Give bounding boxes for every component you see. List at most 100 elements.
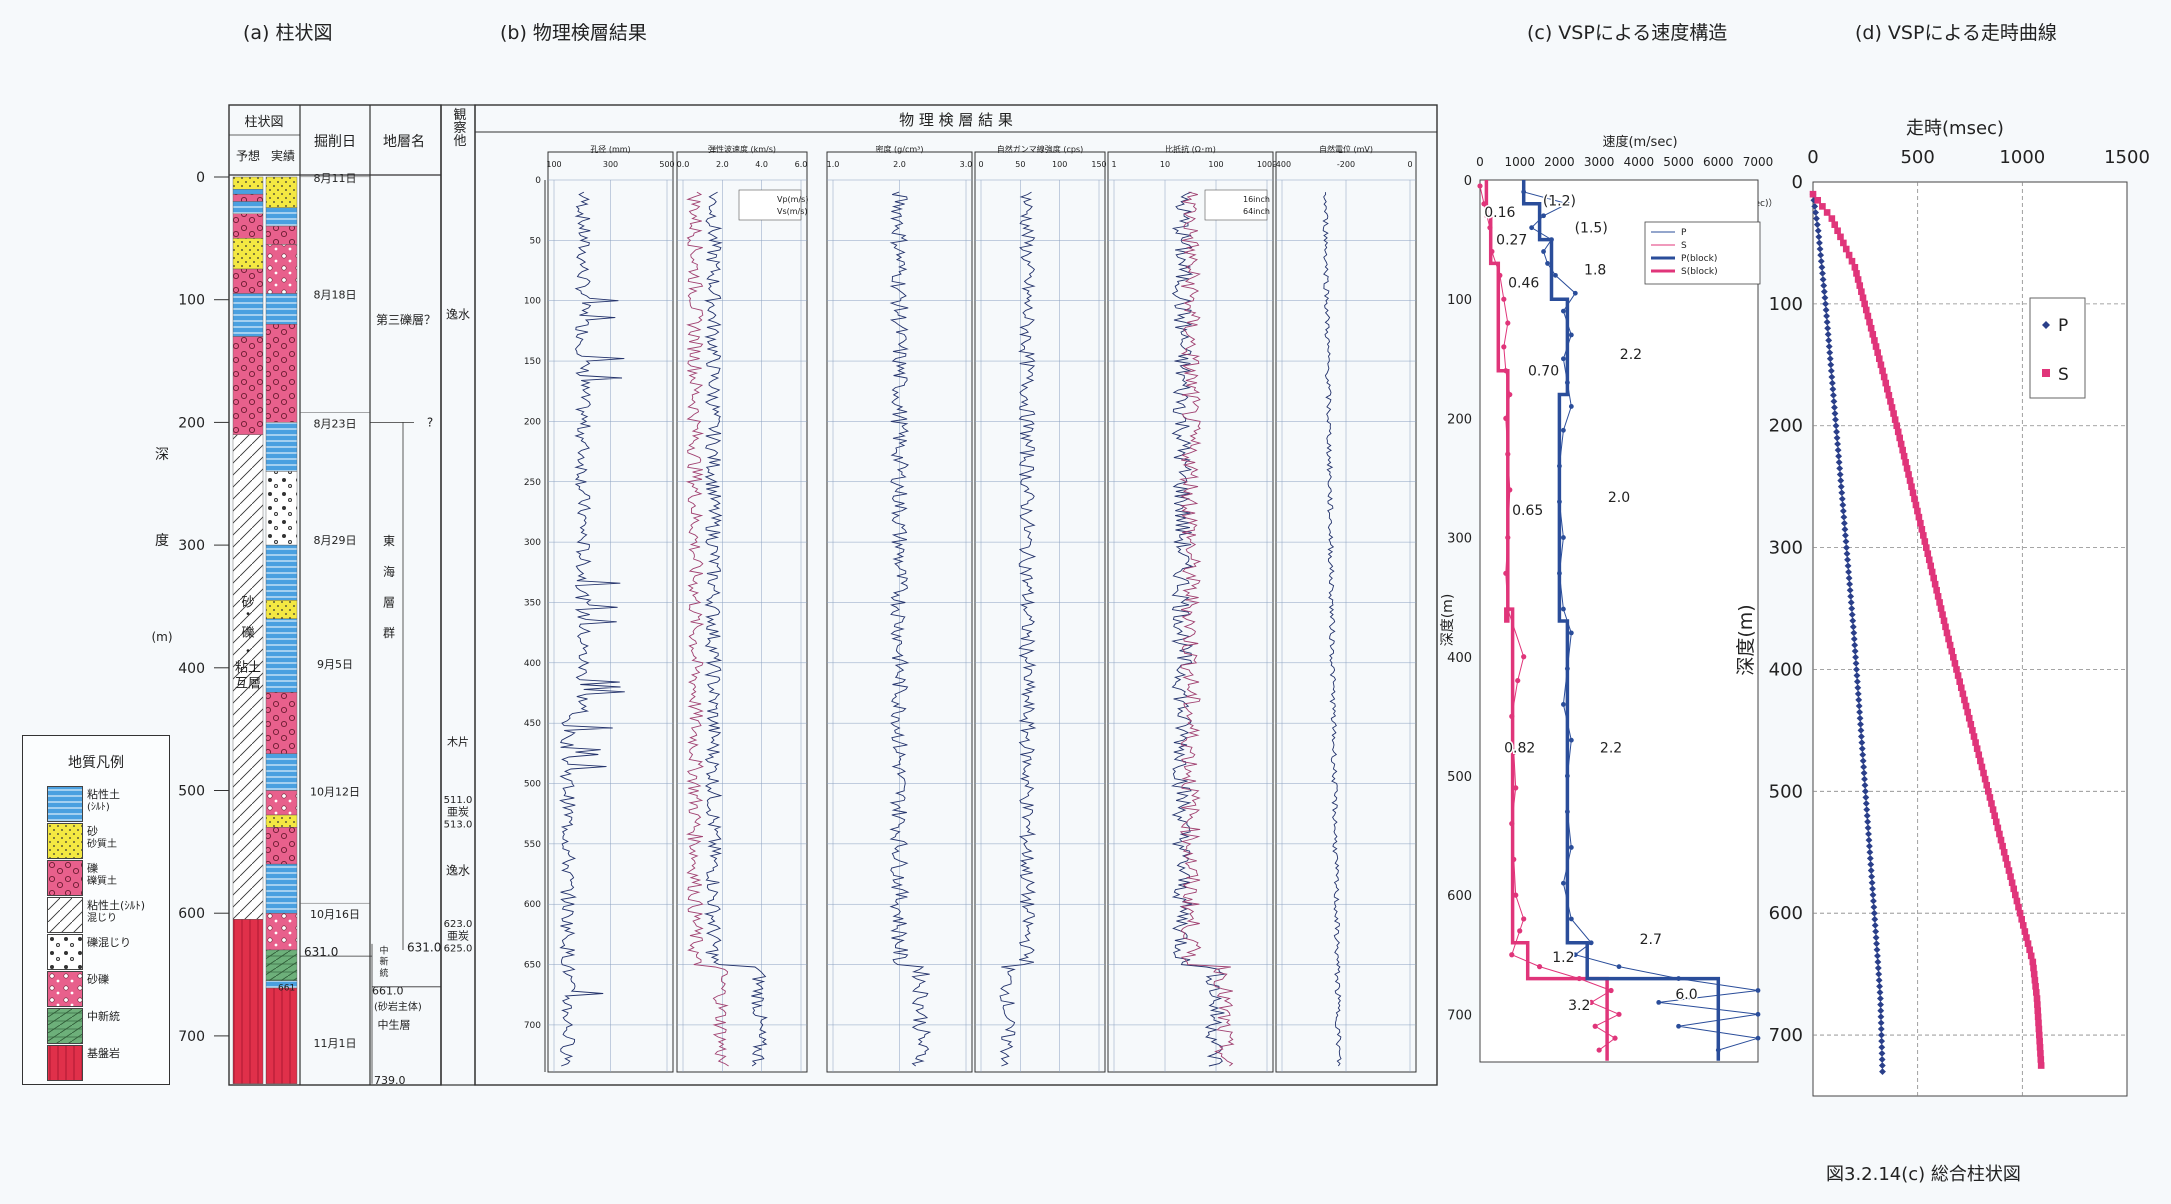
depth-mark: 661	[278, 984, 295, 994]
logging-curve	[889, 191, 932, 1067]
depth-mark: 中生層	[378, 1018, 411, 1032]
logging-legend-label: 16inch	[1243, 195, 1270, 204]
logging-track-tick: 50	[1015, 160, 1025, 169]
legend-swatch	[47, 934, 83, 970]
lithology-text: 礫	[241, 625, 254, 641]
logging-depth-tick-label: 400	[524, 659, 541, 669]
lithology-layer	[265, 949, 298, 981]
depth-mark: 631.0	[304, 945, 338, 959]
logging-curve	[1179, 191, 1235, 1067]
drill-date: 8月23日	[314, 417, 357, 430]
lithology-layer	[232, 213, 264, 239]
lithology-layer	[265, 753, 298, 791]
logging-track-tick: 0.0	[677, 160, 690, 169]
logging-legend-label: 64inch	[1243, 207, 1270, 216]
logging-track-tick: 0	[978, 160, 983, 169]
logging-track-tick: 300	[603, 160, 618, 169]
logging-track-title: 孔径 (mm)	[590, 144, 630, 154]
panel-title-b: (b) 物理検層結果	[500, 22, 647, 44]
lithology-layer	[265, 176, 298, 208]
observation-note: 625.0	[444, 944, 473, 955]
logging-track-tick: 4.0	[755, 160, 768, 169]
logging-depth-tick-label: 50	[530, 236, 542, 246]
lithology-layer	[265, 987, 298, 1084]
lithology-layer	[232, 919, 264, 1084]
lithology-layer	[232, 336, 264, 435]
legend-swatch	[47, 1045, 83, 1081]
lithology-layer	[265, 293, 298, 325]
observation-note: 亜炭	[447, 929, 469, 942]
legend-item: 砂礫	[47, 971, 167, 1007]
logging-track-tick: 500	[659, 160, 674, 169]
legend-swatch	[47, 897, 83, 933]
legend-label: 礫礫質土	[87, 862, 117, 887]
logging-track-tick: 100	[1052, 160, 1067, 169]
legend-item: 基盤岩	[47, 1045, 167, 1081]
logging-curve	[1322, 192, 1342, 1067]
observation-note: 逸水	[446, 863, 470, 877]
logging-track-tick: 6.0	[795, 160, 808, 169]
logging-track-tick: -200	[1337, 160, 1355, 169]
legend-label: 粘性土(ｼﾙﾄ)混じり	[87, 899, 146, 924]
logging-depth-tick-label: 100	[524, 297, 541, 307]
depth-tick-label: 200	[178, 415, 205, 431]
formation-name: 海	[383, 564, 395, 579]
legend-swatch	[47, 823, 83, 859]
logging-curve	[999, 191, 1037, 1067]
lithology-layer	[265, 544, 298, 601]
observation-note: 513.0	[444, 820, 473, 831]
legend-label: 砂砂質土	[87, 825, 117, 850]
depth-label: 深	[155, 447, 169, 463]
logging-track-tick: 100	[1208, 160, 1223, 169]
logging-track-tick: -400	[1273, 160, 1291, 169]
depth-mark: 統	[379, 967, 388, 979]
observation-note: 木片	[447, 735, 469, 748]
panel-title-c: (c) VSPによる速度構造	[1527, 22, 1728, 44]
logging-legend-label: Vs(m/s)	[777, 207, 808, 216]
logging-track-tick: 150	[1091, 160, 1106, 169]
depth-tick-label: 300	[178, 538, 205, 554]
depth-tick-label: 100	[178, 293, 205, 309]
legend-swatch	[47, 860, 83, 896]
lithology-layer	[265, 244, 298, 294]
formation-name: 東	[383, 534, 395, 548]
lithology-layer	[265, 790, 298, 816]
logging-track	[974, 151, 1106, 1073]
logging-depth-tick-label: 250	[524, 478, 541, 488]
panel-title-d: (d) VSPによる走時曲線	[1855, 22, 2057, 44]
lithology-text: 粘土	[235, 660, 261, 675]
logging-track-tick: 2.0	[716, 160, 729, 169]
observation-note: 逸水	[446, 307, 470, 321]
legend-swatch	[47, 786, 83, 822]
legend-swatch	[47, 971, 83, 1007]
logging-track-tick: 2.0	[893, 160, 906, 169]
logging-track-tick: 3.0	[960, 160, 973, 169]
logging-track-tick: 1.0	[827, 160, 840, 169]
lithology-legend: 地質凡例 粘性土(ｼﾙﾄ)砂砂質土礫礫質土粘性土(ｼﾙﾄ)混じり礫混じり砂礫中新…	[22, 735, 170, 1085]
logging-track-title: 比抵抗 (Ω･m)	[1165, 144, 1216, 154]
logging-track-title: 自然ガンマ線強度 (cps)	[997, 144, 1083, 154]
lithology-text: 互層	[235, 676, 261, 691]
logging-track-tick: 10	[1160, 160, 1170, 169]
lithology-layer	[232, 201, 264, 215]
logging-depth-tick-label: 550	[524, 840, 541, 850]
lithology-layer	[265, 324, 298, 423]
logging-depth-tick-label: 600	[524, 900, 541, 910]
logging-track-title: 自然電位 (mV)	[1319, 144, 1373, 154]
lithology-layer	[265, 692, 298, 754]
lithology-layer	[265, 207, 298, 227]
logging-depth-tick-label: 150	[524, 357, 541, 367]
depth-mark: 中	[379, 945, 388, 957]
depth-tick-label: 0	[196, 170, 205, 186]
drill-date: 8月18日	[314, 289, 357, 302]
observation-note: 亜炭	[447, 805, 469, 818]
lithology-layer	[265, 827, 298, 865]
lithology-layer	[265, 471, 298, 546]
legend-label: 基盤岩	[87, 1047, 120, 1060]
depth-mark: 新	[379, 956, 388, 968]
legend-title: 地質凡例	[68, 755, 124, 771]
figure-caption: 図3.2.14(c) 総合柱状図	[1826, 1164, 2021, 1185]
depth-mark: 739.0	[374, 1074, 406, 1087]
depth-mark: (砂岩主体)	[374, 1000, 422, 1013]
